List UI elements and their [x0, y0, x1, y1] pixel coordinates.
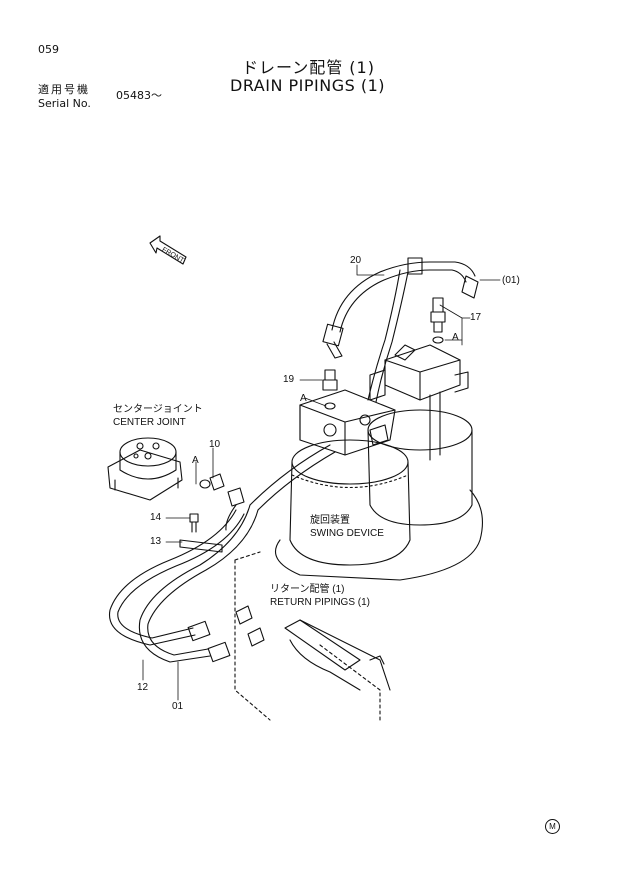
serial-value: 05483～ [116, 89, 162, 102]
return-pipings-label-en: RETURN PIPINGS (1) [270, 597, 371, 608]
return-pipings-outline [234, 551, 391, 721]
part-number-14: 14 [150, 512, 162, 523]
serial-label-english: Serial No. [38, 97, 91, 110]
bolt-part-14 [189, 513, 199, 533]
hose-part-01 [138, 444, 336, 663]
front-arrow-icon [149, 235, 187, 265]
clamp-part-13 [179, 539, 223, 553]
part-number-17: 17 [470, 312, 482, 323]
view-a-marker-17: A [452, 332, 459, 343]
center-joint-label-jp: センタージョイント [113, 404, 203, 415]
title-japanese: ドレーン配管 (1) [242, 58, 375, 77]
part-number-01-ref: (01) [502, 275, 520, 286]
fitting-part-17 [430, 297, 446, 344]
swing-device-body [275, 344, 483, 581]
serial-label-japanese: 適用号機 [38, 83, 90, 96]
leader-lines [142, 264, 501, 701]
view-a-marker-10: A [192, 455, 199, 466]
part-number-20: 20 [350, 255, 362, 266]
page-number: 059 [38, 43, 59, 56]
part-number-01: 01 [172, 701, 184, 712]
m-mark-icon: M [545, 819, 560, 834]
hose-part-20 [322, 257, 479, 403]
hose-part-12 [108, 509, 245, 646]
part-number-12: 12 [137, 682, 149, 693]
part-number-19: 19 [283, 374, 295, 385]
center-joint-label-en: CENTER JOINT [113, 417, 186, 428]
swing-device-label-en: SWING DEVICE [310, 528, 384, 539]
return-pipings-label-jp: リターン配管 (1) [270, 584, 345, 595]
part-number-13: 13 [150, 536, 162, 547]
fitting-part-10 [199, 473, 245, 507]
fitting-part-19 [322, 369, 338, 410]
title-english: DRAIN PIPINGS (1) [230, 76, 386, 95]
center-joint-body [107, 437, 183, 501]
swing-device-label-jp: 旋回装置 [310, 515, 350, 526]
view-a-marker-19: A [300, 393, 307, 404]
part-number-10: 10 [209, 439, 221, 450]
